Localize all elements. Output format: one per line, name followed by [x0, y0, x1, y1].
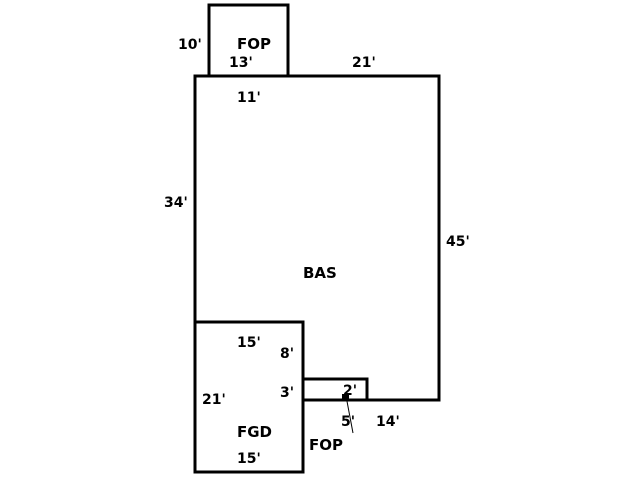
small-porch-dim-height: 2'	[343, 383, 357, 399]
main-dim-right: 45'	[446, 234, 470, 250]
leader-marker	[342, 394, 349, 401]
garage-label: FGD	[237, 423, 272, 441]
garage-dim-right-upper: 8'	[280, 346, 294, 362]
top-porch-dim-width: 13'	[229, 55, 253, 71]
garage-dim-left: 21'	[202, 392, 226, 408]
leader-line	[345, 395, 354, 434]
main-label: BAS	[303, 264, 337, 282]
main-building-outline	[193, 74, 441, 402]
garage-dim-bottom: 15'	[237, 451, 261, 467]
main-dim-bottom: 14'	[376, 414, 400, 430]
main-dim-top-left: 11'	[237, 90, 261, 106]
main-dim-left: 34'	[164, 195, 188, 211]
small-porch-dim-width: 5'	[341, 414, 355, 430]
top-porch-label: FOP	[237, 35, 271, 53]
garage-dim-right-lower: 3'	[280, 385, 294, 401]
small-porch-label: FOP	[309, 436, 343, 454]
garage-dim-top: 15'	[237, 335, 261, 351]
main-dim-top: 21'	[352, 55, 376, 71]
small-porch-outline	[301, 377, 369, 402]
top-porch-dim-height: 10'	[178, 37, 202, 53]
